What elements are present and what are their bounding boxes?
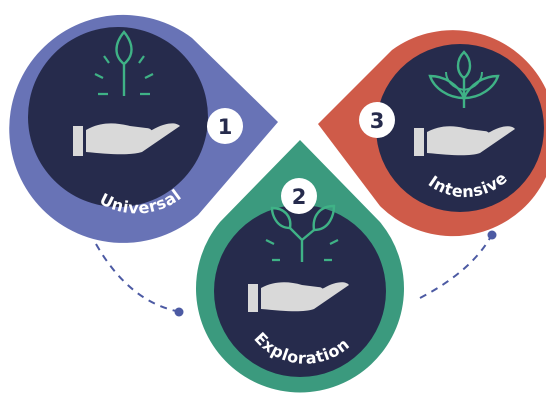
stage-exploration: Exploration (196, 140, 404, 393)
stage-intensive: Intensive (318, 30, 546, 237)
dashed-connector-1-to-2 (95, 243, 184, 317)
stage-3-number: 3 (370, 109, 385, 133)
stage-universal: Universal (9, 14, 279, 243)
stage-1-number: 1 (218, 115, 233, 139)
stage-3-number-badge: 3 (359, 102, 395, 138)
stage-1-number-badge: 1 (207, 108, 243, 144)
sprout-in-hand-icon (248, 204, 349, 312)
dashed-connector-2-to-3 (419, 230, 497, 299)
stage-1-inner-circle (28, 27, 208, 207)
sprout-in-hand-icon (73, 30, 180, 156)
stage-2-number-badge: 2 (281, 178, 317, 214)
sprout-in-hand-icon (414, 50, 515, 156)
stage-2-number: 2 (292, 185, 307, 209)
